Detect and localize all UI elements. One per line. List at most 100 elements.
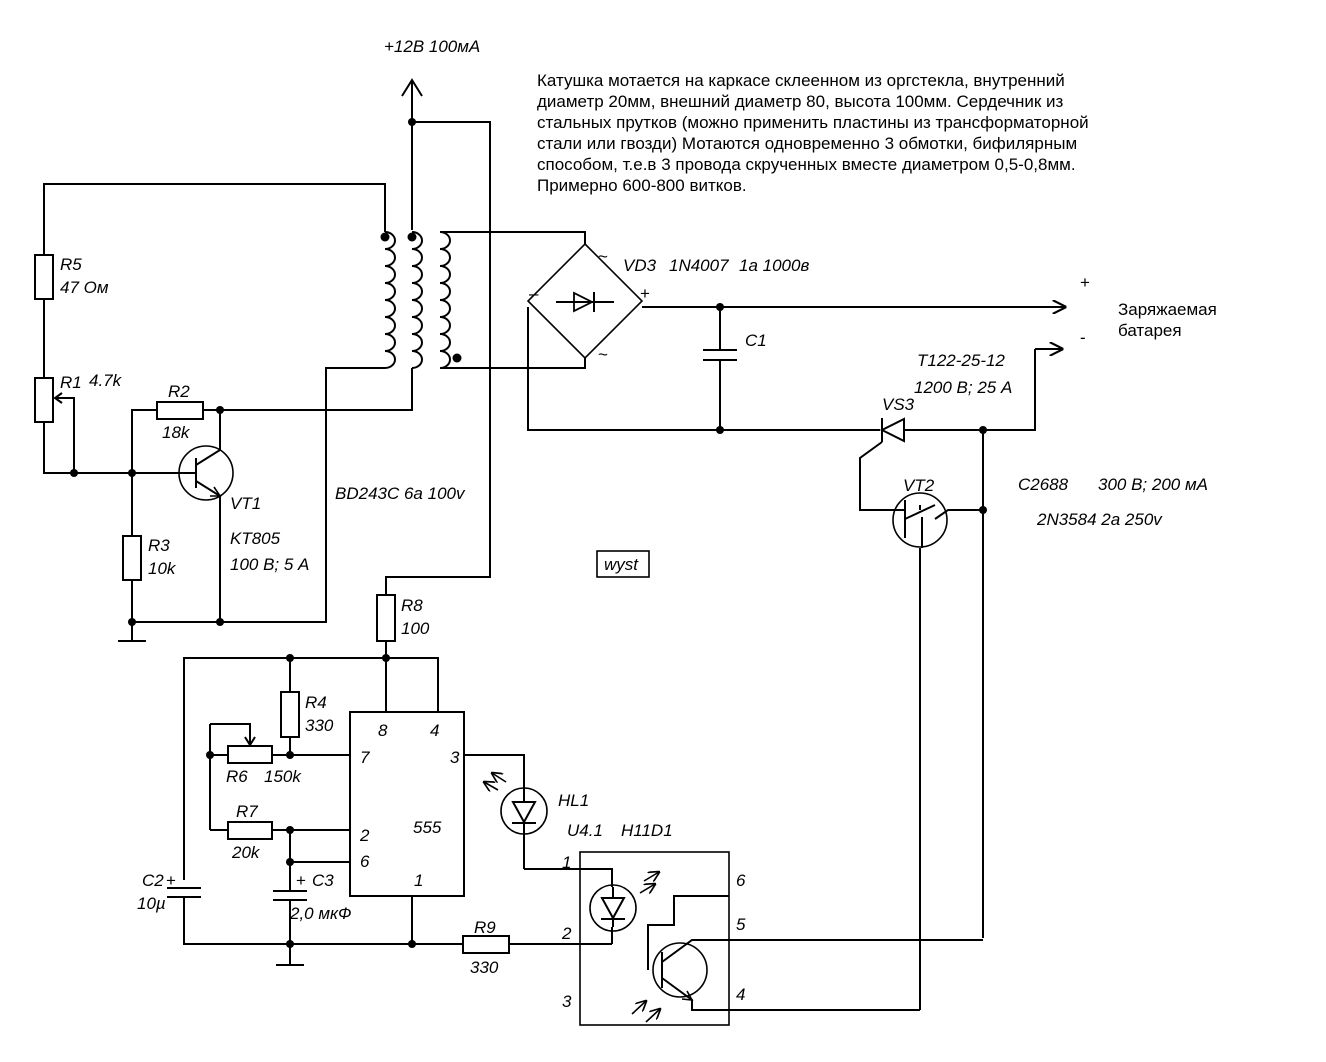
c2-plus: + <box>166 871 176 890</box>
winding-dot-3 <box>452 353 462 363</box>
ic-555 <box>349 711 465 897</box>
wire-thyristor-anode <box>904 349 1036 431</box>
c3-capacitor <box>273 862 307 966</box>
r6-ref: R6 <box>226 767 248 786</box>
opto-pin-3: 3 <box>562 992 572 1011</box>
vt2-type: C2688 <box>1018 475 1069 494</box>
junction-c3-ground <box>286 940 294 948</box>
battery-minus-sign: - <box>1080 328 1086 347</box>
r4-ref: R4 <box>305 693 327 712</box>
opto-pin-2: 2 <box>561 924 572 943</box>
wire-pin6 <box>289 830 350 863</box>
pin-8: 8 <box>378 721 388 740</box>
vt2-rating: 300 В; 200 мА <box>1098 475 1208 494</box>
r5-ref: R5 <box>60 255 82 274</box>
c3-plus: + <box>296 871 306 890</box>
u41-ref: U4.1 <box>567 821 603 840</box>
pin-1: 1 <box>414 871 423 890</box>
bridge-plus: + <box>640 284 650 303</box>
vt2-transistor <box>892 492 983 548</box>
wire-secondary-top <box>440 231 586 244</box>
r2-value: 18k <box>162 423 191 442</box>
r3-ref: R3 <box>148 536 170 555</box>
ic-555-label: 555 <box>413 818 442 837</box>
r4-resistor <box>280 691 300 738</box>
wire-winding-to-collector <box>220 368 413 411</box>
hl1-ref: HL1 <box>558 791 589 810</box>
wire-r2-left <box>131 409 157 473</box>
r2-resistor <box>156 401 204 420</box>
wire-supply-to-r8 <box>385 121 491 595</box>
c1-ref: C1 <box>745 331 767 350</box>
vd3-bridge <box>526 242 644 360</box>
wyst-box <box>596 550 650 578</box>
wire-winding-to-r5 <box>43 183 386 255</box>
r2-ref: R2 <box>168 382 190 401</box>
winding-note: Катушка мотается на каркасе склеенном из… <box>537 71 1089 195</box>
r8-value: 100 <box>401 619 430 638</box>
c3-ref: C3 <box>312 871 334 890</box>
transformer-secondary <box>439 231 451 369</box>
r7-ref: R7 <box>236 802 258 821</box>
vt1-alt: BD243C 6a 100v <box>335 484 466 503</box>
vs3-rating: 1200 В; 25 A <box>914 378 1012 397</box>
r5-value: 47 Ом <box>60 278 109 297</box>
c2-capacitor <box>167 887 412 945</box>
battery-plus-sign: + <box>1080 273 1090 292</box>
opto-pin-5: 5 <box>736 915 746 934</box>
r9-value: 330 <box>470 958 499 977</box>
r9-resistor <box>462 935 510 954</box>
transformer-primary-right <box>411 231 423 369</box>
r6-value: 150k <box>264 767 302 786</box>
bridge-ac-top: ~ <box>598 247 608 266</box>
opto-pin-6: 6 <box>736 871 746 890</box>
pin-3: 3 <box>450 748 460 767</box>
winding-dot-2 <box>407 232 417 242</box>
vs3-ref: VS3 <box>882 395 915 414</box>
pin-6: 6 <box>360 852 370 871</box>
vt1-type: KT805 <box>230 529 281 548</box>
vt1-transistor <box>178 410 234 622</box>
wire-bridge-minus <box>527 307 880 431</box>
r3-value: 10k <box>148 559 177 578</box>
r4-value: 330 <box>305 716 334 735</box>
r8-ref: R8 <box>401 596 423 615</box>
r1-value: 4.7k <box>89 371 123 390</box>
r5-resistor <box>34 254 54 300</box>
bridge-minus: – <box>529 284 539 303</box>
r9-ref: R9 <box>474 918 496 937</box>
battery-label: Заряжаемая батарея <box>1118 300 1217 340</box>
wyst-label: wyst <box>604 555 639 574</box>
r1-potentiometer <box>34 377 54 423</box>
supply-label: +12В 100мА <box>384 37 480 56</box>
vd3-ref: VD3 <box>623 256 657 275</box>
vs3-thyristor <box>859 417 905 511</box>
vs3-type: T122-25-12 <box>917 351 1005 370</box>
wire-r1-bottom <box>43 422 74 474</box>
supply-arrow <box>401 78 423 230</box>
vt2-ref: VT2 <box>903 476 935 495</box>
opto-led <box>589 872 659 932</box>
vt1-ref: VT1 <box>230 494 261 513</box>
r7-value: 20k <box>231 843 261 862</box>
vd3-type: 1N4007 <box>669 256 729 275</box>
opto-phototransistor <box>631 895 983 1023</box>
vd3-rating: 1a 1000в <box>739 256 809 275</box>
c2-ref: C2 <box>142 871 164 890</box>
r1-wiper <box>56 397 75 473</box>
bridge-ac-bottom: ~ <box>598 345 608 364</box>
vt2-alt: 2N3584 2a 250v <box>1036 510 1163 529</box>
c2-value: 10µ <box>137 894 166 913</box>
opto-pin-1: 1 <box>562 853 571 872</box>
r7-resistor <box>227 821 273 840</box>
wire-secondary-bottom <box>440 358 586 369</box>
wire-vcc-bus <box>183 657 439 880</box>
r1-ref: R1 <box>60 373 82 392</box>
wire-opto-pin1 <box>524 868 613 887</box>
wire-pin3 <box>464 754 525 788</box>
winding-dot-1 <box>380 232 390 242</box>
pin-2: 2 <box>359 826 370 845</box>
u41-type: H11D1 <box>621 821 673 840</box>
u41-optocoupler <box>579 851 730 1026</box>
junction-r6 <box>206 751 214 759</box>
